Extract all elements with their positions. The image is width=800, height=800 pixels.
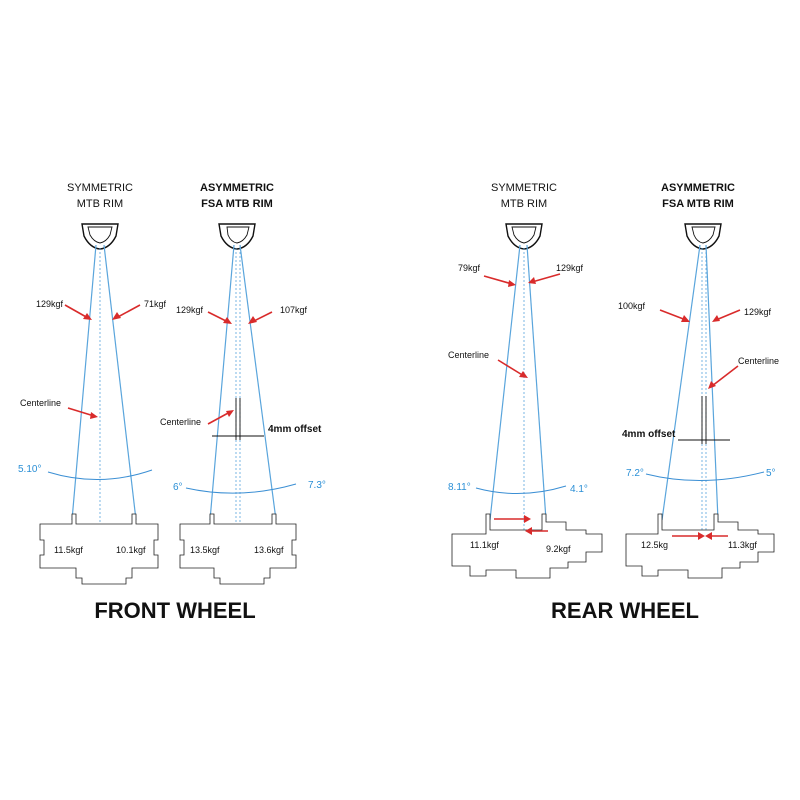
front-asymmetric-left-angle: 6°	[173, 482, 183, 493]
rear-symmetric-force-arrows	[483, 273, 561, 535]
rear-asymmetric-right-hub-force: 11.3kgf	[728, 540, 757, 550]
front-asymmetric-spokes	[209, 244, 277, 550]
rear-asymmetric-panel: ASYMMETRIC FSA MTB RIM	[618, 182, 779, 579]
rear-symmetric-left-hub-force: 11.1kgf	[470, 540, 499, 550]
front-asymmetric-offset-marker	[212, 398, 264, 440]
front-symmetric-left-force: 129kgf	[36, 299, 64, 309]
rear-symmetric-title-line1: SYMMETRIC	[491, 182, 557, 194]
rear-symmetric-hub	[451, 513, 603, 579]
front-wheel-heading: FRONT WHEEL	[94, 598, 255, 623]
rear-symmetric-title-line2: MTB RIM	[501, 198, 547, 210]
front-symmetric-centerline-label: Centerline	[20, 398, 61, 408]
front-symmetric-left-angle: 5.10°	[18, 464, 41, 475]
rear-wheel-heading: REAR WHEEL	[551, 598, 699, 623]
rear-asymmetric-offset-label: 4mm offset	[622, 429, 676, 440]
rear-asymmetric-left-hub-force: 12.5kg	[641, 540, 668, 550]
rear-asymmetric-angle-arc	[645, 471, 765, 482]
front-asymmetric-left-force: 129kgf	[176, 305, 204, 315]
front-asymmetric-hub	[179, 513, 297, 585]
front-symmetric-rim	[81, 223, 119, 250]
front-symmetric-force-arrows	[64, 304, 141, 419]
rear-symmetric-angle-arc	[475, 485, 567, 494]
rear-symmetric-centerline-label: Centerline	[448, 350, 489, 360]
rear-asymmetric-right-force: 129kgf	[744, 307, 772, 317]
rear-asymmetric-offset-marker	[678, 396, 730, 444]
front-symmetric-hub	[39, 513, 159, 585]
rear-symmetric-left-force: 79kgf	[458, 263, 481, 273]
front-symmetric-title-line1: SYMMETRIC	[67, 182, 133, 194]
front-symmetric-title-line2: MTB RIM	[77, 198, 123, 210]
front-asymmetric-force-arrows	[207, 311, 273, 425]
rear-symmetric-panel: SYMMETRIC MTB RIM 79kgf 129kgf	[448, 182, 603, 579]
front-symmetric-panel: SYMMETRIC MTB RIM 129kgf 71kgf Centerlin…	[18, 182, 167, 585]
front-asymmetric-rim	[218, 223, 256, 250]
front-symmetric-right-force: 71kgf	[144, 299, 167, 309]
front-asymmetric-panel: ASYMMETRIC FSA MTB RIM 12	[160, 182, 326, 585]
rear-symmetric-right-angle: 4.1°	[570, 484, 588, 495]
front-symmetric-right-hub-force: 10.1kgf	[116, 545, 146, 555]
rear-asymmetric-title-line2: FSA MTB RIM	[662, 198, 734, 210]
front-asymmetric-right-force: 107kgf	[280, 305, 308, 315]
rear-symmetric-right-force: 129kgf	[556, 263, 584, 273]
rear-asymmetric-right-angle: 5°	[766, 468, 776, 479]
front-asymmetric-title-line1: ASYMMETRIC	[200, 182, 274, 194]
rear-asymmetric-centerline-label: Centerline	[738, 356, 779, 366]
rear-asymmetric-rim	[684, 223, 722, 250]
front-asymmetric-right-hub-force: 13.6kgf	[254, 545, 284, 555]
rear-asymmetric-title-line1: ASYMMETRIC	[661, 182, 735, 194]
front-asymmetric-angle-arc	[185, 483, 297, 494]
rear-asymmetric-left-angle: 7.2°	[626, 468, 644, 479]
rear-symmetric-spokes	[489, 244, 547, 555]
rear-asymmetric-left-force: 100kgf	[618, 301, 646, 311]
rear-symmetric-right-hub-force: 9.2kgf	[546, 544, 571, 554]
front-symmetric-left-hub-force: 11.5kgf	[54, 545, 83, 555]
front-asymmetric-centerline-label: Centerline	[160, 417, 201, 427]
rear-symmetric-rim	[505, 223, 543, 250]
front-asymmetric-offset-label: 4mm offset	[268, 424, 322, 435]
front-symmetric-angle-arc	[47, 469, 153, 481]
rear-asymmetric-spokes	[661, 244, 719, 555]
front-asymmetric-right-angle: 7.3°	[308, 480, 326, 491]
front-asymmetric-left-hub-force: 13.5kgf	[190, 545, 220, 555]
rear-asymmetric-hub	[625, 513, 775, 579]
rear-symmetric-left-angle: 8.11°	[448, 482, 471, 493]
front-asymmetric-title-line2: FSA MTB RIM	[201, 198, 273, 210]
front-symmetric-spokes	[71, 244, 137, 550]
rear-asymmetric-force-arrows	[659, 309, 741, 540]
